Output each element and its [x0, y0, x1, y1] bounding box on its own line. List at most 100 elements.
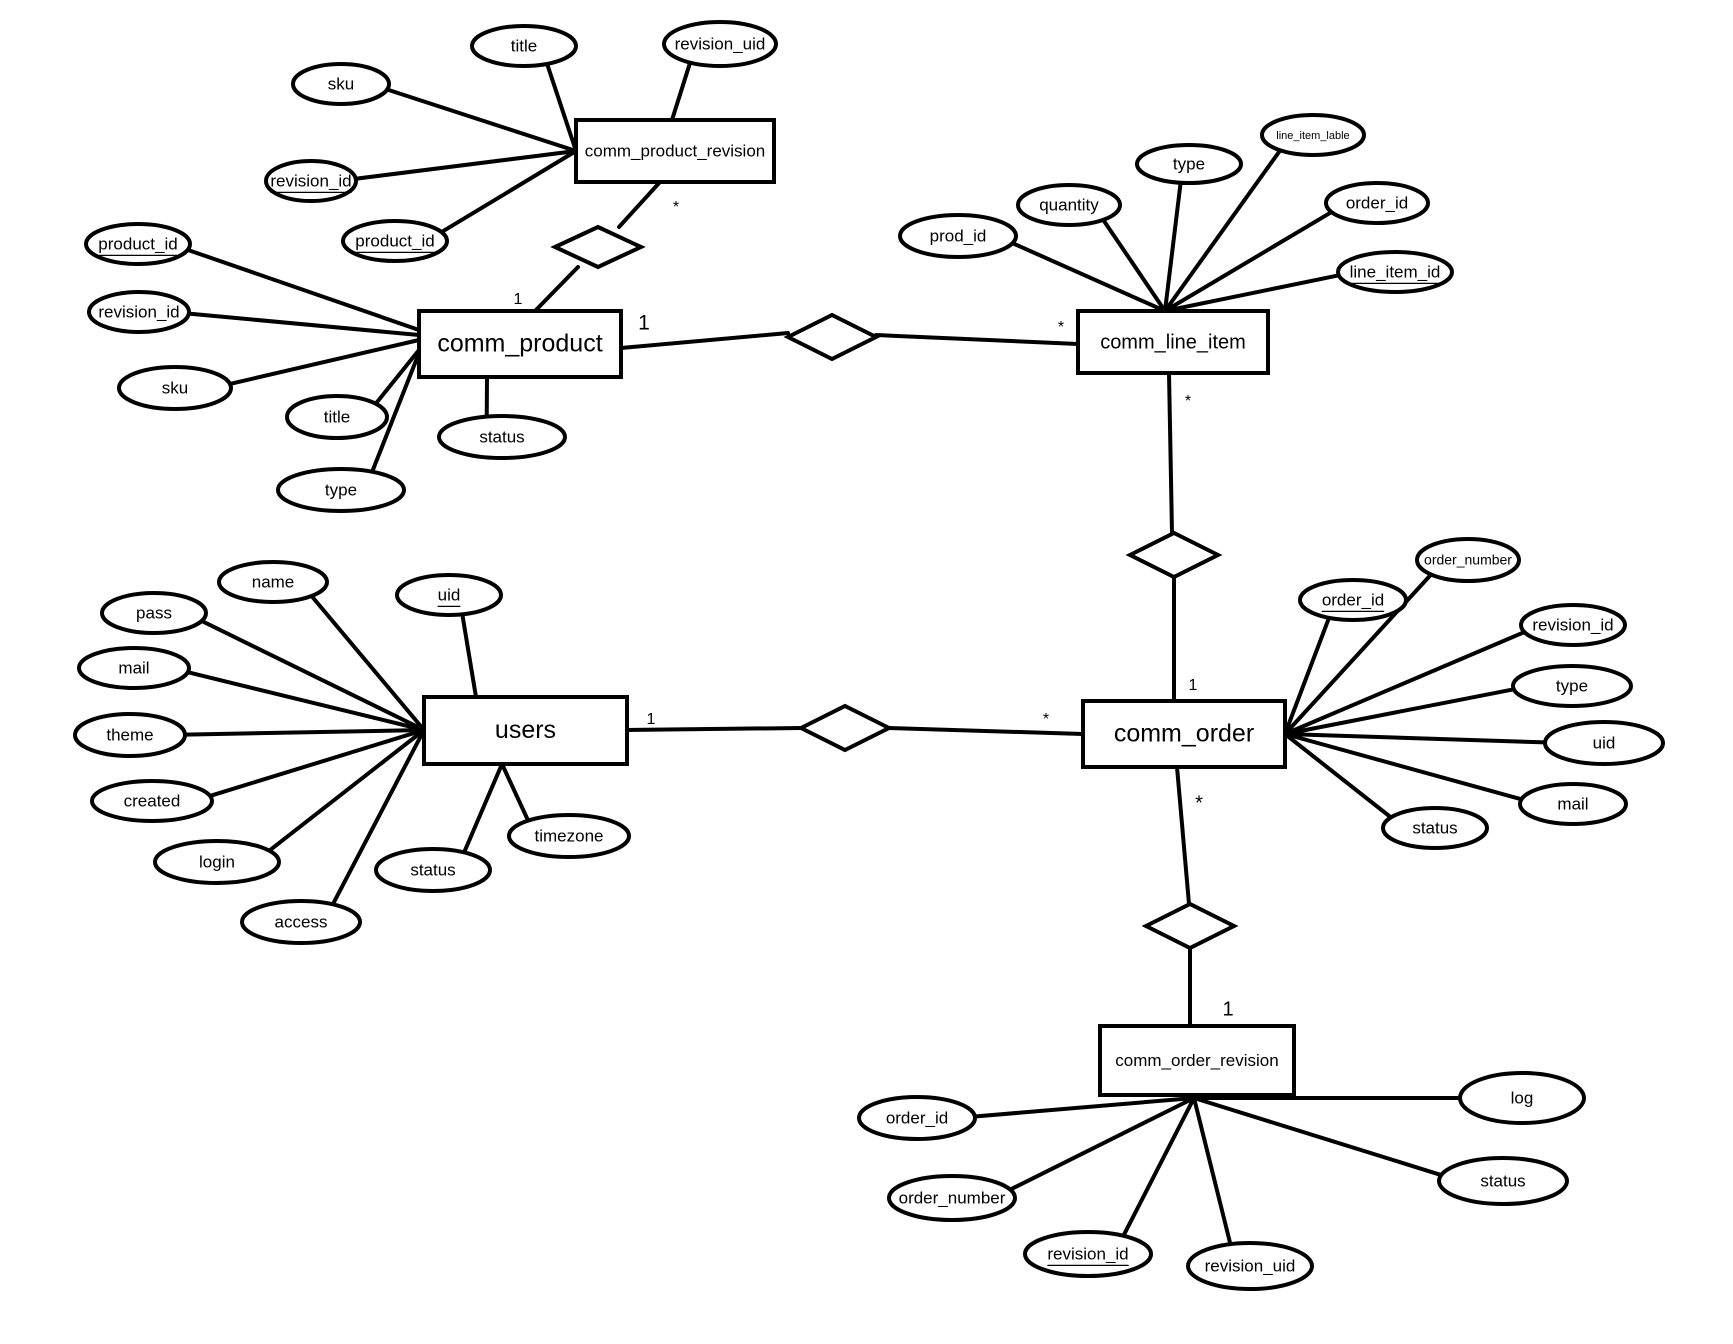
- attribute-ellipse[interactable]: [264, 159, 358, 203]
- attribute-ellipse[interactable]: [1135, 143, 1243, 185]
- attribute-ellipse[interactable]: [87, 290, 191, 334]
- attribute-ellipse[interactable]: [395, 573, 503, 617]
- attribute-connector: [330, 728, 426, 907]
- attribute-ellipse[interactable]: [898, 213, 1018, 259]
- attribute-ellipse[interactable]: [84, 222, 192, 266]
- attribute-ellipse[interactable]: [240, 899, 362, 945]
- attribute-label: line_item_lable: [1276, 130, 1349, 142]
- entity-box[interactable]: [1081, 699, 1287, 769]
- key-attribute-label: order_id: [1322, 590, 1384, 609]
- attribute-ellipse[interactable]: [857, 1095, 977, 1141]
- attribute-ellipse[interactable]: [291, 62, 391, 106]
- attribute-label: mail: [118, 658, 149, 677]
- attribute-ellipse[interactable]: [276, 467, 406, 513]
- attribute-ellipse[interactable]: [1298, 578, 1408, 622]
- attribute-ellipse[interactable]: [437, 414, 567, 460]
- cardinality-label: 1: [1189, 677, 1198, 694]
- connector-layer: [182, 60, 1548, 1247]
- attribute-label: order_id: [1346, 193, 1408, 212]
- cardinality-label: 1: [1222, 998, 1233, 1020]
- attribute-connector: [1283, 630, 1527, 736]
- entity-box[interactable]: [1098, 1024, 1296, 1097]
- key-attribute-label: uid: [438, 585, 461, 604]
- attribute-ellipse[interactable]: [73, 712, 187, 758]
- attribute-label: login: [199, 852, 235, 871]
- attribute-ellipse[interactable]: [1186, 1241, 1314, 1291]
- entity-box[interactable]: [574, 118, 776, 184]
- attribute-ellipse[interactable]: [341, 219, 449, 263]
- attribute-ellipse[interactable]: [1415, 537, 1521, 583]
- attribute-connector: [460, 612, 478, 699]
- key-attribute-label: line_item_id: [1350, 262, 1441, 281]
- attribute-connector: [185, 670, 426, 732]
- relationship-diamond[interactable]: [783, 312, 881, 362]
- attribute-connector: [309, 593, 426, 732]
- attribute-label: status: [479, 427, 524, 446]
- attribute-ellipse[interactable]: [153, 839, 281, 885]
- cardinality-label: 1: [514, 291, 523, 308]
- attribute-ellipse[interactable]: [1336, 250, 1454, 294]
- entity-box[interactable]: [1076, 309, 1270, 375]
- entity-box[interactable]: [422, 695, 629, 766]
- attribute-connector: [439, 149, 578, 235]
- entity-box[interactable]: [417, 309, 623, 379]
- attribute-connector: [199, 618, 426, 732]
- cardinality-label: *: [1185, 393, 1191, 410]
- attribute-ellipse[interactable]: [662, 20, 778, 68]
- attribute-ellipse[interactable]: [217, 560, 329, 604]
- attribute-label: order_number: [899, 1188, 1006, 1207]
- attribute-ellipse[interactable]: [1016, 183, 1122, 227]
- attribute-ellipse[interactable]: [1381, 806, 1489, 850]
- attribute-connector: [185, 247, 421, 332]
- relationship-connector: [1175, 765, 1191, 906]
- attribute-ellipse[interactable]: [117, 365, 233, 411]
- relationship-diamond[interactable]: [796, 703, 894, 753]
- attribute-connector: [353, 149, 578, 181]
- cardinality-label: *: [673, 199, 679, 216]
- attribute-ellipse[interactable]: [77, 646, 191, 690]
- attribute-connector: [462, 762, 504, 855]
- attribute-ellipse[interactable]: [1458, 1071, 1586, 1125]
- attribute-ellipse[interactable]: [507, 813, 631, 859]
- attribute-connector: [500, 762, 531, 823]
- attribute-ellipse[interactable]: [470, 24, 578, 68]
- attribute-label: revision_uid: [1205, 1256, 1296, 1275]
- attribute-ellipse[interactable]: [1324, 181, 1430, 225]
- attribute-ellipse[interactable]: [1543, 720, 1665, 766]
- entity-label: comm_product_revision: [585, 141, 765, 160]
- attribute-ellipse[interactable]: [1260, 113, 1366, 157]
- attribute-connector: [370, 351, 421, 474]
- attribute-ellipse[interactable]: [90, 779, 214, 823]
- attribute-label: theme: [106, 725, 153, 744]
- attribute-ellipse[interactable]: [1518, 782, 1628, 826]
- attribute-label: revision_uid: [675, 34, 766, 53]
- attribute-connector: [1163, 180, 1183, 313]
- attribute-connector: [1283, 615, 1332, 736]
- attribute-connector: [545, 61, 578, 153]
- entity-label: users: [495, 716, 556, 744]
- attribute-connector: [1192, 1096, 1233, 1247]
- attribute-label: order_number: [1424, 552, 1512, 568]
- attribute-ellipse[interactable]: [1519, 603, 1627, 647]
- attribute-connector: [670, 60, 693, 122]
- attribute-connector: [1283, 732, 1548, 745]
- relationship-diamond[interactable]: [550, 224, 646, 270]
- cardinality-label: *: [1195, 792, 1203, 814]
- attribute-ellipse[interactable]: [100, 591, 208, 635]
- entity-label: comm_line_item: [1100, 331, 1246, 353]
- attribute-label: quantity: [1039, 195, 1099, 214]
- attribute-label: access: [275, 912, 328, 931]
- attribute-ellipse[interactable]: [1511, 664, 1633, 708]
- attribute-label: log: [1511, 1088, 1534, 1107]
- attribute-connector: [1163, 210, 1334, 313]
- attribute-ellipse[interactable]: [1437, 1156, 1569, 1206]
- attribute-ellipse[interactable]: [374, 847, 492, 893]
- attribute-connector: [1163, 273, 1341, 313]
- entity-label: comm_order_revision: [1115, 1051, 1278, 1070]
- attribute-ellipse[interactable]: [887, 1174, 1017, 1222]
- relationship-diamond[interactable]: [1125, 530, 1223, 580]
- relationship-diamond[interactable]: [1141, 901, 1239, 951]
- entity-label: comm_order: [1114, 720, 1254, 748]
- attribute-ellipse[interactable]: [285, 394, 389, 440]
